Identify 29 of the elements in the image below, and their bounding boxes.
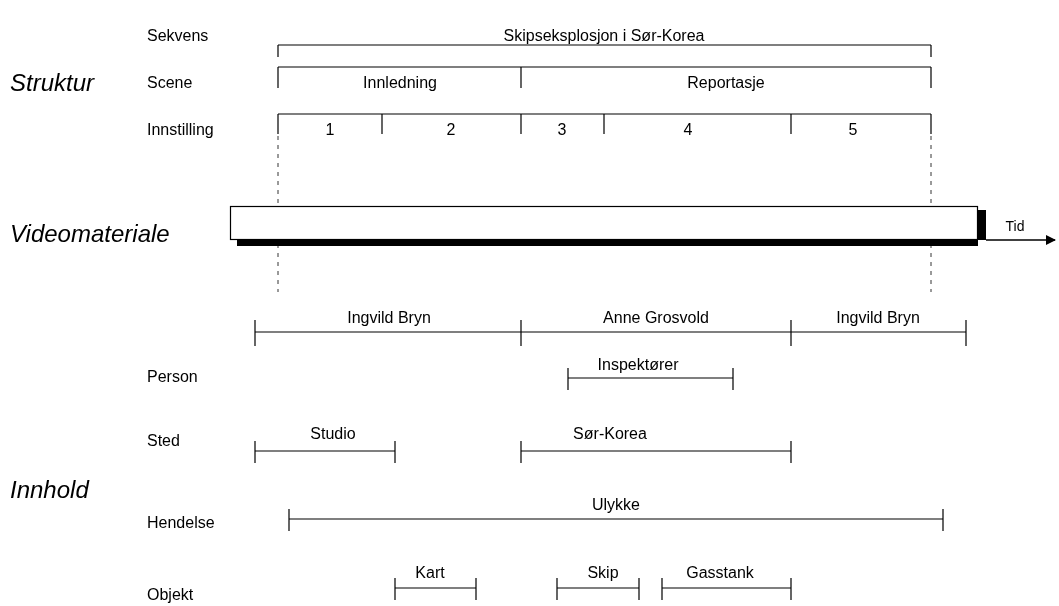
segment-label: Reportasje bbox=[687, 74, 765, 92]
range-label: Sør-Korea bbox=[573, 425, 647, 443]
range-label: Ingvild Bryn bbox=[836, 309, 920, 327]
range-label: Kart bbox=[415, 564, 445, 582]
range-label: Inspektører bbox=[597, 356, 679, 374]
segment-number: 1 bbox=[325, 121, 335, 139]
row-label: Person bbox=[147, 368, 198, 386]
segment-label: Innledning bbox=[363, 74, 437, 92]
segment-label: Skipseksplosjon i Sør-Korea bbox=[503, 27, 705, 45]
segment-number: 3 bbox=[557, 121, 567, 139]
row-label: Sted bbox=[147, 432, 180, 450]
range-label: Gasstank bbox=[686, 564, 754, 582]
row-label: Scene bbox=[147, 74, 193, 92]
segment-number: 2 bbox=[446, 121, 456, 139]
row-label: Objekt bbox=[147, 586, 194, 604]
section-heading: Innhold bbox=[10, 476, 89, 504]
range-label: Anne Grosvold bbox=[603, 309, 709, 327]
range-label: Ingvild Bryn bbox=[347, 309, 431, 327]
range-label: Ulykke bbox=[592, 496, 640, 514]
row-label: Innstilling bbox=[147, 121, 214, 139]
section-heading: Videomateriale bbox=[10, 220, 170, 248]
row-label: Hendelse bbox=[147, 514, 215, 532]
row-label: Sekvens bbox=[147, 27, 209, 45]
segment-number: 5 bbox=[848, 121, 858, 139]
segment-number: 4 bbox=[683, 121, 693, 139]
range-label: Skip bbox=[587, 564, 619, 582]
range-label: Studio bbox=[310, 425, 356, 443]
section-heading: Struktur bbox=[10, 69, 95, 97]
axis-label: Tid bbox=[1005, 217, 1025, 235]
